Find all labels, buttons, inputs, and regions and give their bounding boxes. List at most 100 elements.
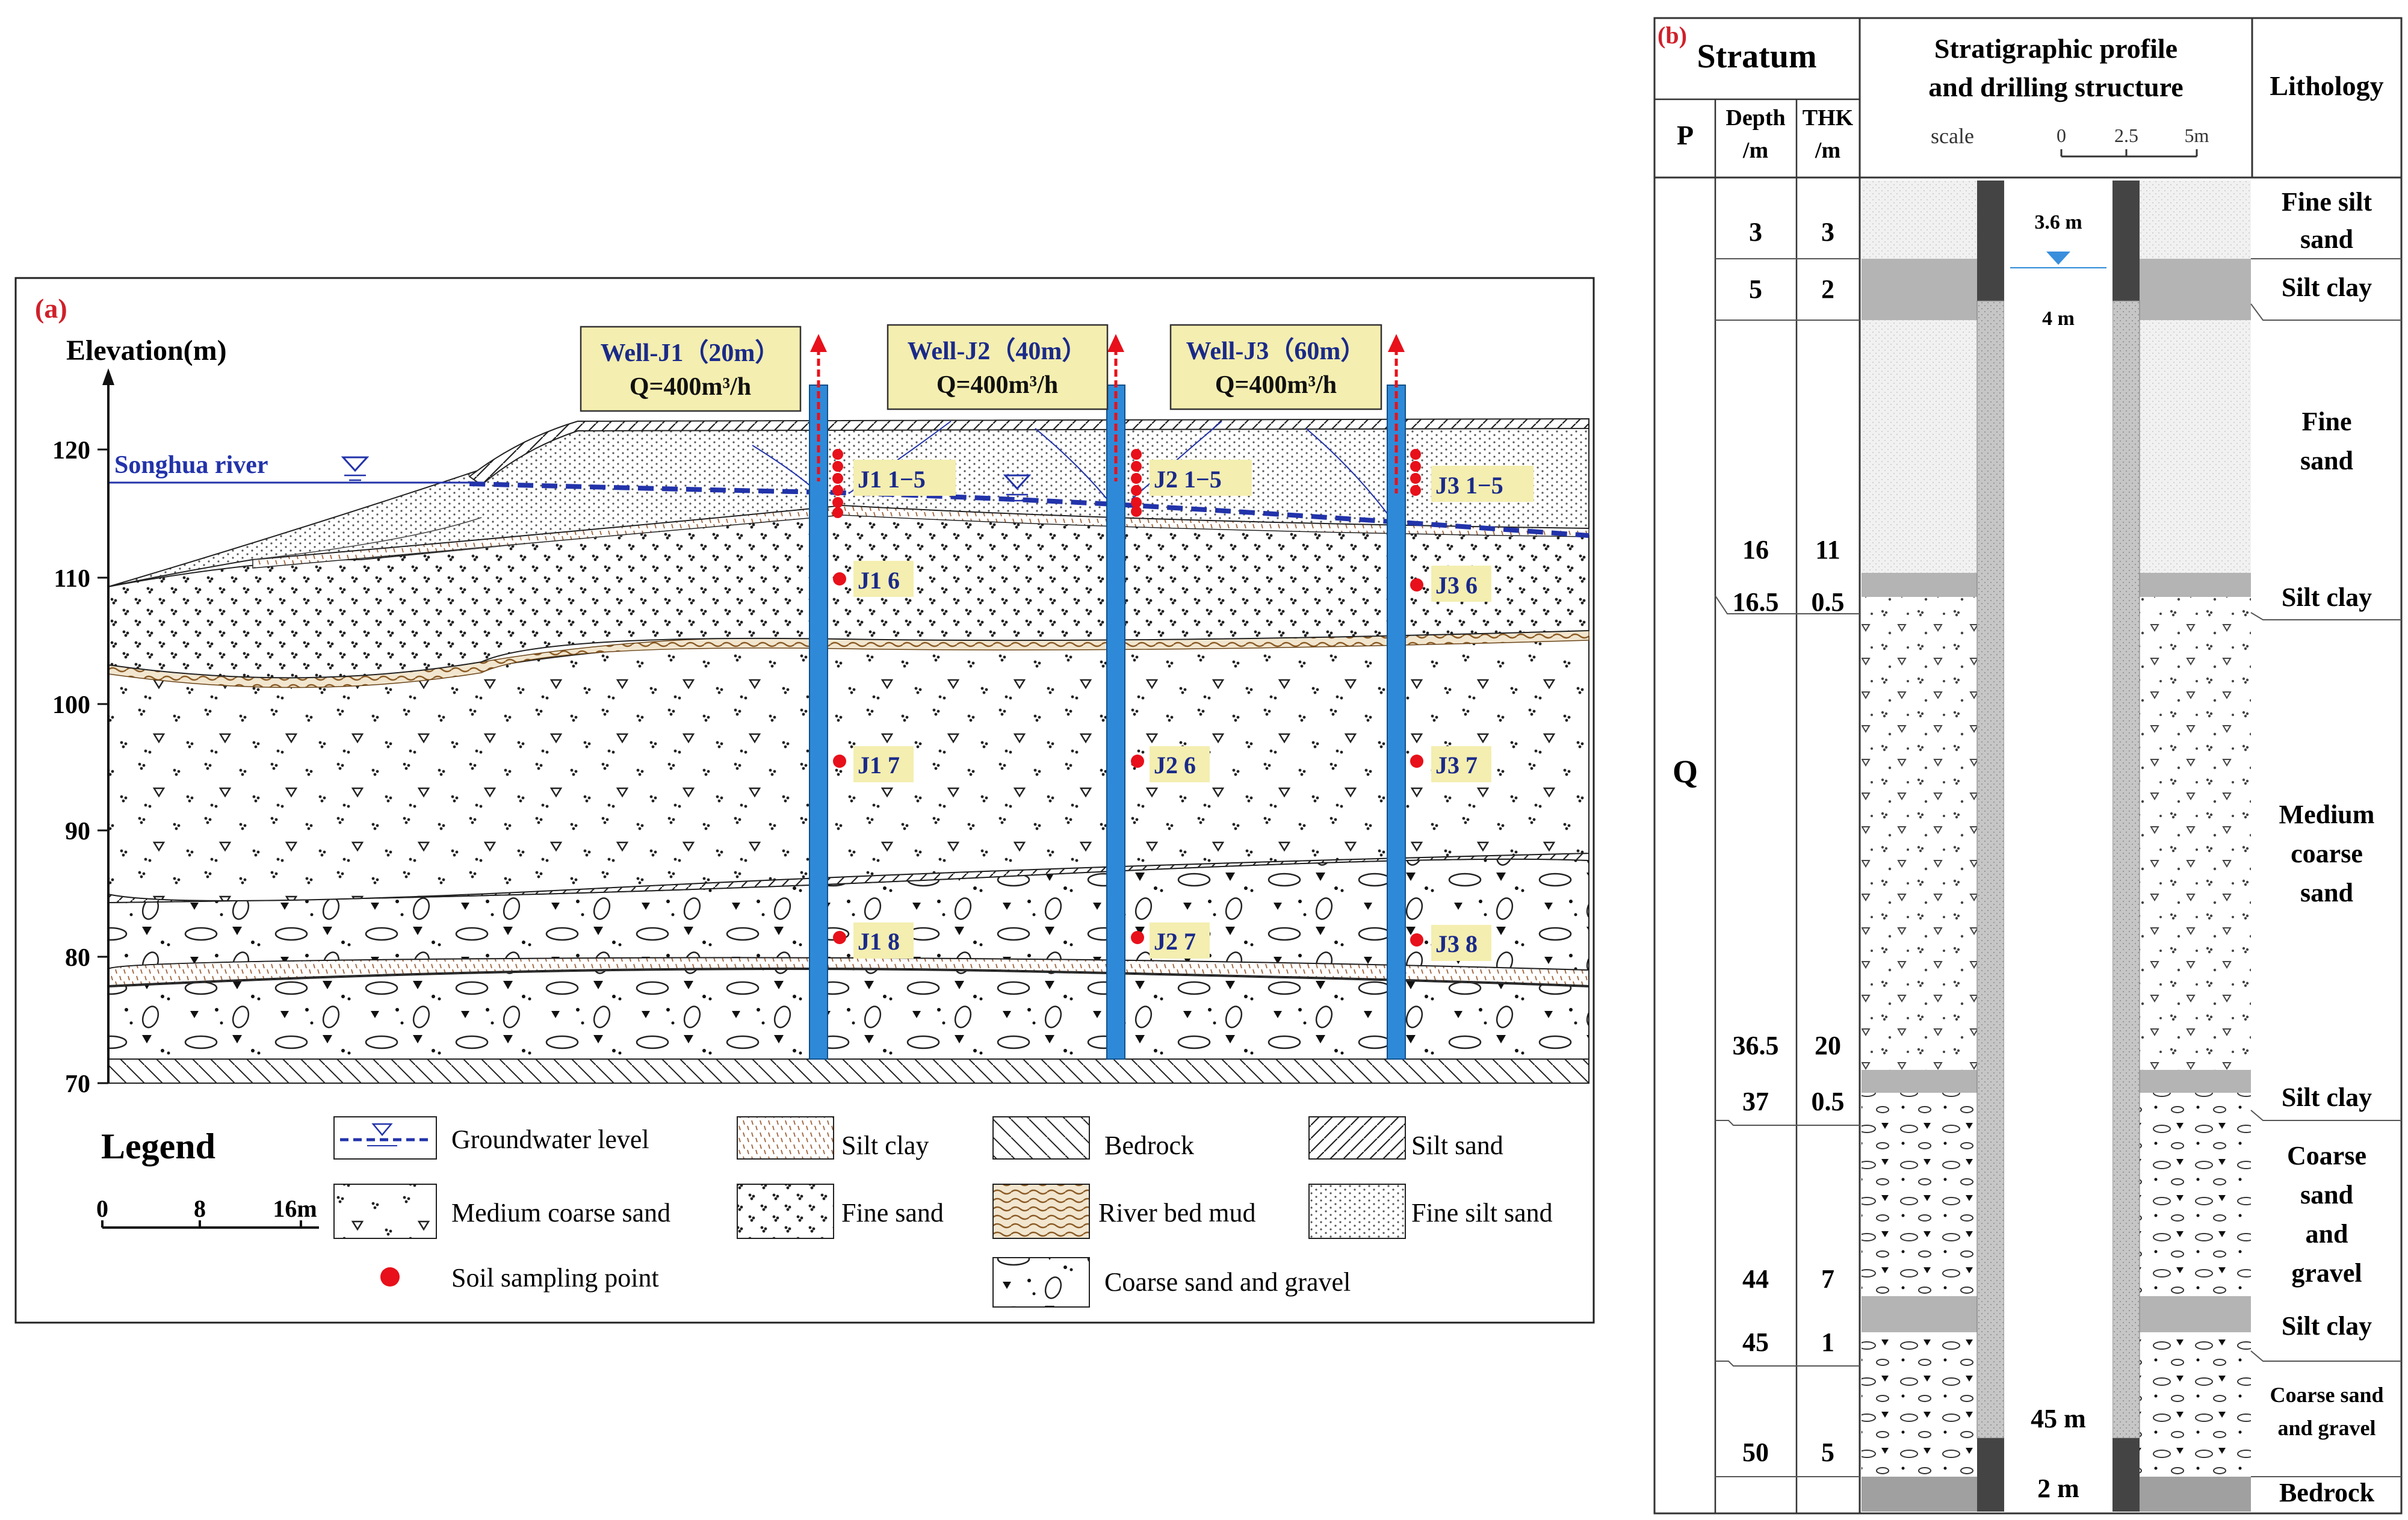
bedrock-layer bbox=[108, 1058, 1589, 1084]
lith-coarse-3: and bbox=[2306, 1219, 2348, 1249]
header-depth-unit: /m bbox=[1742, 138, 1768, 163]
header-thk-unit: /m bbox=[1815, 138, 1840, 163]
depth-column: 3 5 16 16.5 36.5 37 44 45 50 bbox=[1733, 217, 1779, 1467]
sample-cluster-j1 bbox=[832, 449, 843, 518]
well-label-water-level: 3.6 m bbox=[2034, 211, 2082, 233]
thk-1: 1 bbox=[1821, 1327, 1834, 1357]
y-axis: 120 110 100 90 80 70 bbox=[52, 368, 114, 1098]
panel-b-borehole-log: (b) Stratum P Depth /m THK /m Stratigrap… bbox=[1653, 17, 2403, 1515]
legend-groundwater-level: Groundwater level bbox=[333, 1116, 649, 1160]
sampling-point-icon bbox=[380, 1267, 400, 1287]
thk-2: 2 bbox=[1821, 274, 1834, 304]
legend-label-bedrock: Bedrock bbox=[1104, 1131, 1194, 1160]
sample-label-j3-1-5: J3 1−5 bbox=[1435, 472, 1503, 499]
sample-label-j1-8: J1 8 bbox=[858, 928, 900, 955]
sample-label-j2-7: J2 7 bbox=[1154, 928, 1196, 955]
thk-0-5b: 0.5 bbox=[1812, 1087, 1845, 1116]
well-label-casing-top: 4 m bbox=[2042, 307, 2075, 330]
sample-points-deep bbox=[833, 572, 1423, 947]
legend-title: Legend bbox=[101, 1126, 215, 1166]
legend-label-coarse-gravel: Coarse sand and gravel bbox=[1104, 1267, 1351, 1297]
lith-medium-1: Medium bbox=[2279, 800, 2375, 829]
water-level-icon bbox=[2046, 252, 2070, 265]
groundwater-level-line bbox=[469, 481, 1589, 538]
well-j2-arrow-icon bbox=[1107, 334, 1124, 352]
y-tick-90: 90 bbox=[65, 818, 90, 845]
panel-a-cross-section: (a) Elevation(m) Songhua river bbox=[14, 277, 1595, 1324]
well-j1-arrow-icon bbox=[810, 334, 827, 352]
depth-37: 37 bbox=[1742, 1087, 1769, 1116]
lith-silt-clay-4: Silt clay bbox=[2282, 1311, 2372, 1341]
depth-44: 44 bbox=[1742, 1264, 1769, 1294]
lith-coarse-gravel-2: and gravel bbox=[2277, 1416, 2376, 1440]
legend-silt-sand: Silt sand bbox=[1308, 1116, 1503, 1160]
lith-coarse-gravel-1: Coarse sand bbox=[2270, 1383, 2383, 1407]
scale-tick-8: 8 bbox=[194, 1195, 206, 1222]
legend-label-fine-silt-sand: Fine silt sand bbox=[1411, 1198, 1553, 1228]
thk-20: 20 bbox=[1815, 1031, 1841, 1060]
well-j3-name: Well-J3（60m） bbox=[1186, 337, 1366, 365]
y-tick-70: 70 bbox=[65, 1070, 90, 1098]
y-axis-arrow-icon bbox=[102, 368, 114, 385]
y-tick-80: 80 bbox=[65, 944, 90, 972]
well-j1-name: Well-J1（20m） bbox=[601, 339, 781, 367]
depth-45: 45 bbox=[1742, 1327, 1769, 1357]
legend-soil-sampling-point: Soil sampling point bbox=[380, 1263, 659, 1293]
y-tick-120: 120 bbox=[52, 437, 90, 465]
scale-tick-0: 0 bbox=[2057, 125, 2066, 146]
legend-label-medium-coarse: Medium coarse sand bbox=[451, 1198, 670, 1228]
thk-7: 7 bbox=[1821, 1264, 1834, 1294]
scale-tick-0: 0 bbox=[96, 1195, 108, 1222]
sample-label-j1-1-5: J1 1−5 bbox=[858, 466, 926, 493]
scale-bar: 0 8 16m bbox=[96, 1195, 319, 1229]
sample-cluster-j2 bbox=[1131, 449, 1142, 517]
legend: Legend 0 8 16m Groundwater level Sil bbox=[96, 1116, 1553, 1308]
layer-boundaries bbox=[1715, 258, 2401, 1477]
lith-fine-2: sand bbox=[2300, 446, 2353, 475]
period-q: Q bbox=[1673, 753, 1698, 789]
depth-50: 50 bbox=[1742, 1438, 1769, 1467]
legend-bedrock: Bedrock bbox=[992, 1116, 1194, 1160]
well-j1 bbox=[809, 334, 828, 1060]
sample-label-j3-7: J3 7 bbox=[1435, 752, 1478, 779]
river-label: Songhua river bbox=[114, 451, 268, 479]
well-label-j2: Well-J2（40m） Q=400m³/h bbox=[887, 324, 1109, 410]
well-label-j1: Well-J1（20m） Q=400m³/h bbox=[580, 326, 802, 412]
depth-3: 3 bbox=[1749, 217, 1762, 247]
legend-fine-sand: Fine sand bbox=[737, 1184, 944, 1239]
header-lithology: Lithology bbox=[2270, 70, 2383, 101]
y-tick-110: 110 bbox=[54, 565, 90, 593]
sample-label-j3-8: J3 8 bbox=[1435, 930, 1478, 957]
sample-label-j1-7: J1 7 bbox=[858, 752, 900, 779]
lith-fine-silt-2: sand bbox=[2300, 224, 2353, 254]
depth-5: 5 bbox=[1749, 274, 1762, 304]
well-j2-flow: Q=400m³/h bbox=[936, 371, 1058, 399]
lith-medium-3: sand bbox=[2300, 878, 2353, 907]
legend-label-fine-sand: Fine sand bbox=[841, 1198, 944, 1228]
legend-coarse-sand-gravel: Coarse sand and gravel bbox=[992, 1257, 1351, 1308]
sample-labels: J1 1−5 J1 6 J1 7 J1 8 J2 1−5 J2 6 J2 7 J… bbox=[853, 460, 1534, 961]
header-profile-line2: and drilling structure bbox=[1928, 72, 2183, 102]
geology-layers bbox=[108, 418, 1589, 1084]
sample-label-j3-6: J3 6 bbox=[1435, 572, 1478, 599]
well-j3-flow: Q=400m³/h bbox=[1215, 371, 1337, 399]
y-tick-100: 100 bbox=[52, 691, 90, 719]
header-thk: THK bbox=[1803, 105, 1854, 131]
profile-column-right bbox=[2140, 181, 2251, 1512]
well-j2-casing bbox=[1106, 385, 1125, 1060]
header-depth: Depth bbox=[1726, 105, 1785, 131]
well-label-bottom: 2 m bbox=[2037, 1474, 2079, 1503]
legend-label-silt-sand: Silt sand bbox=[1411, 1131, 1503, 1160]
lith-fine-1: Fine bbox=[2301, 407, 2351, 436]
well-j3 bbox=[1387, 334, 1406, 1060]
legend-label-groundwater: Groundwater level bbox=[451, 1125, 649, 1154]
sample-label-j2-6: J2 6 bbox=[1154, 752, 1196, 779]
scale-tick-2-5: 2.5 bbox=[2114, 125, 2138, 146]
lith-coarse-1: Coarse bbox=[2287, 1141, 2366, 1170]
lith-fine-silt-1: Fine silt bbox=[2282, 187, 2372, 217]
well-j2-name: Well-J2（40m） bbox=[908, 337, 1088, 365]
scale-tick-16m: 16m bbox=[273, 1195, 317, 1222]
y-axis-title: Elevation(m) bbox=[66, 335, 227, 366]
surface-silt-sand-band bbox=[468, 418, 1589, 486]
legend-label-silt-clay: Silt clay bbox=[841, 1131, 929, 1160]
